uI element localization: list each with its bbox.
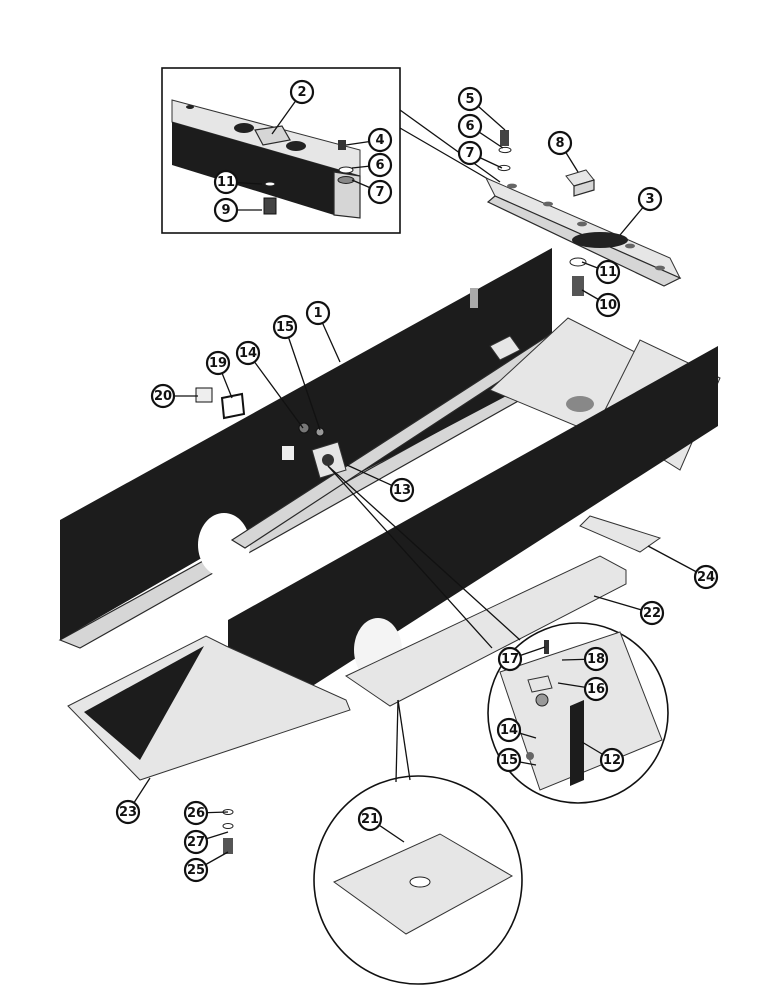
callout-number: 1 [313,306,322,321]
callout-c7a: 7 [367,179,393,205]
crossmember-3 [484,130,682,296]
callout-number: 22 [643,606,661,621]
callout-number: 7 [375,185,384,200]
callout-c13: 13 [389,477,415,503]
callout-c18: 18 [583,646,609,672]
callout-c9: 9 [213,197,239,223]
callout-c3: 3 [637,186,663,212]
callout-number: 10 [599,298,617,313]
bottom-plate-22 [344,555,627,707]
callout-number: 21 [361,812,379,827]
callout-c8: 8 [547,130,573,156]
callout-number: 6 [465,119,474,134]
callout-number: 23 [119,805,137,820]
callout-number: 24 [697,570,715,585]
callout-c6a: 6 [367,152,393,178]
callout-c1: 1 [305,300,331,326]
callout-c4: 4 [367,127,393,153]
callout-number: 9 [221,203,230,218]
callout-number: 7 [465,146,474,161]
callout-number: 15 [276,320,294,335]
inset-detail-crossmember [161,67,501,234]
callout-c5: 5 [457,86,483,112]
circle-inset-plate-21 [313,775,523,985]
callout-c11a: 11 [213,169,239,195]
callout-number: 14 [239,346,257,361]
callout-number: 19 [209,356,227,371]
callout-number: 27 [187,835,205,850]
callout-number: 11 [217,175,235,190]
callout-number: 2 [297,85,306,100]
callout-c19: 19 [205,350,231,376]
callout-number: 18 [587,652,605,667]
callout-c15a: 15 [272,314,298,340]
callout-c27: 27 [183,829,209,855]
callout-number: 16 [587,682,605,697]
leader-line-c15a [284,326,321,431]
callout-c22: 22 [639,600,665,626]
bottom-plate-23 [67,635,351,781]
callout-number: 20 [154,389,172,404]
callout-c11b: 11 [595,259,621,285]
callout-c7b: 7 [457,140,483,166]
callout-number: 3 [645,192,654,207]
callout-c2: 2 [289,79,315,105]
gasket-19-plug-20 [195,387,246,420]
callout-number: 17 [501,652,519,667]
callout-number: 13 [393,483,411,498]
callout-c17: 17 [497,646,523,672]
callout-number: 8 [555,136,564,151]
callout-number: 25 [187,863,205,878]
callout-number: 6 [375,158,384,173]
bolt-stack-25-26-27 [222,809,234,854]
callout-c20: 20 [150,383,176,409]
callout-number: 11 [599,265,617,280]
callout-number: 14 [500,723,518,738]
bottom-plate-24 [579,515,662,553]
callout-c6b: 6 [457,113,483,139]
circle-inset-bracket-detail [487,622,669,804]
callout-number: 5 [465,92,474,107]
callout-c16: 16 [583,676,609,702]
callout-c15b: 15 [496,747,522,773]
leader-line-c14a [247,352,304,429]
callout-number: 26 [187,806,205,821]
callout-number: 15 [500,753,518,768]
callout-c14a: 14 [235,340,261,366]
callout-c12: 12 [599,747,625,773]
callout-c10: 10 [595,292,621,318]
callout-c24: 24 [693,564,719,590]
callout-c26: 26 [183,800,209,826]
callout-c25: 25 [183,857,209,883]
callout-number: 4 [375,133,384,148]
callout-c14b: 14 [496,717,522,743]
callout-number: 12 [603,753,621,768]
callout-c23: 23 [115,799,141,825]
callout-c21: 21 [357,806,383,832]
